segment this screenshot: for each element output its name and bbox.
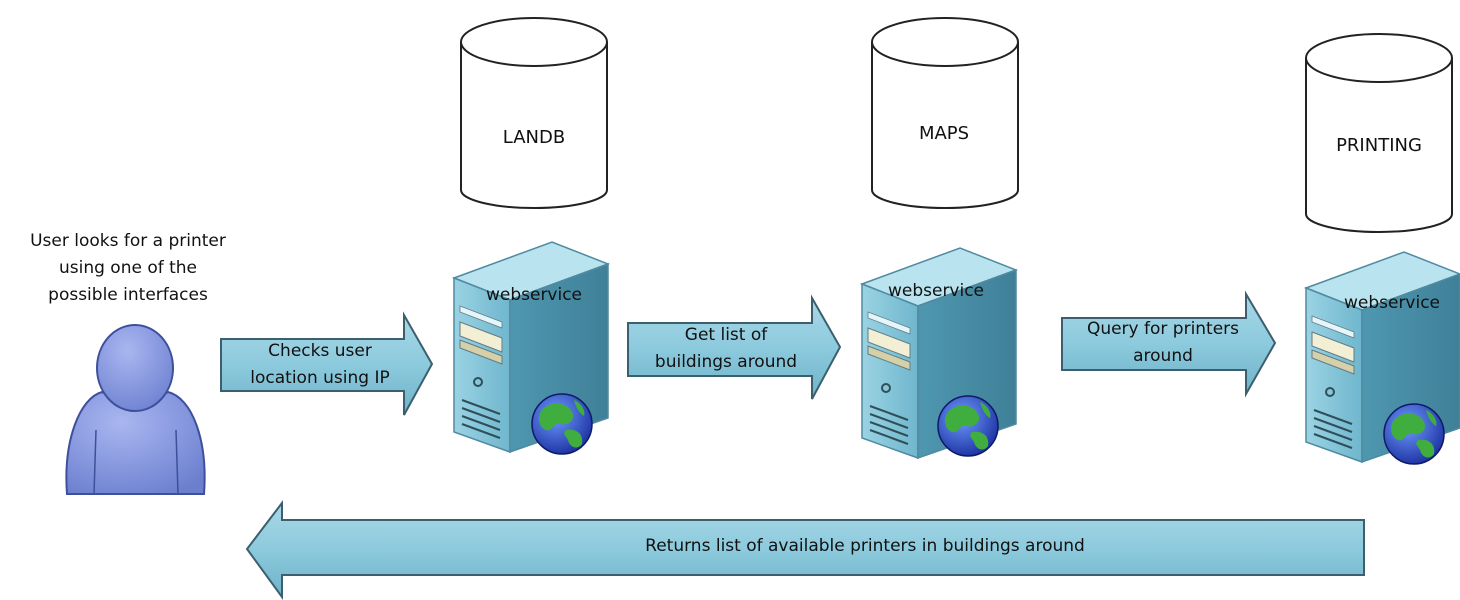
database-printing: [1305, 33, 1453, 233]
arrow-label-line: Get list of: [684, 325, 768, 345]
globe-icon: [1383, 403, 1445, 465]
arrow-return-result-label: Returns list of available printers in bu…: [645, 536, 1085, 556]
database-label-maps: MAPS: [918, 123, 970, 144]
arrow-query-printers: [1061, 290, 1277, 398]
arrow-return-result: [245, 500, 1365, 600]
user-caption-line: possible interfaces: [48, 285, 208, 305]
user-caption-line: User looks for a printer: [30, 231, 226, 251]
arrow-check-location: [220, 311, 434, 416]
user-icon: [65, 324, 206, 495]
user-caption: User looks for a printer using one of th…: [0, 228, 256, 309]
arrow-query-printers-label: Query for printers around: [1068, 316, 1258, 370]
webservice-label: webservice: [1343, 293, 1441, 313]
arrow-label-line: Checks user: [268, 341, 372, 361]
database-landb: [460, 17, 608, 209]
user-caption-line: using one of the: [58, 258, 198, 278]
arrow-label-line: Query for printers: [1086, 319, 1240, 339]
globe-icon: [937, 395, 999, 457]
webservice-label: webservice: [887, 281, 985, 301]
arrow-label-line: around: [1133, 346, 1193, 366]
database-maps: [871, 17, 1019, 209]
database-label-printing: PRINTING: [1336, 135, 1422, 156]
arrow-label-line: location using IP: [250, 368, 390, 388]
arrow-label-line: buildings around: [654, 352, 798, 372]
arrow-check-location-label: Checks user location using IP: [240, 338, 400, 392]
database-label-landb: LANDB: [502, 127, 566, 148]
arrow-get-buildings: [627, 294, 842, 400]
webservice-label: webservice: [485, 285, 583, 305]
arrow-get-buildings-label: Get list of buildings around: [640, 322, 812, 376]
globe-icon: [531, 393, 593, 455]
